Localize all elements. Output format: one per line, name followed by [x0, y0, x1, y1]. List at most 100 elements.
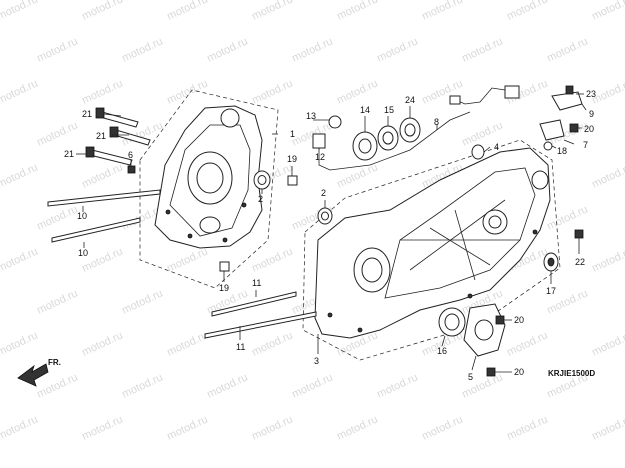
callout-3: 3: [314, 356, 319, 366]
watermark-text: motod.ru: [80, 161, 124, 190]
clip-13: [328, 115, 342, 129]
dowel-6: [127, 165, 136, 174]
watermark-text: motod.ru: [250, 245, 294, 274]
seal-4: [471, 144, 485, 160]
watermark-text: motod.ru: [250, 329, 294, 358]
watermark-text: motod.ru: [165, 329, 209, 358]
leader-lines: [76, 93, 587, 373]
watermark-text: motod.ru: [120, 35, 164, 64]
watermark-text: motod.ru: [80, 0, 124, 23]
watermark-text: motod.ru: [205, 371, 249, 400]
callout-19b: 19: [219, 283, 229, 293]
watermark-text: motod.ru: [80, 77, 124, 106]
callout-14: 14: [360, 105, 370, 115]
watermark-text: motod.ru: [590, 0, 625, 23]
watermark-text: motod.ru: [0, 0, 40, 23]
callout-10b: 10: [78, 248, 88, 258]
callout-20a: 20: [584, 124, 594, 134]
watermark-text: motod.ru: [335, 0, 379, 23]
wire-8: [455, 87, 513, 105]
callout-4: 4: [494, 142, 499, 152]
pin-19-lower: [219, 261, 230, 272]
watermark-text: motod.ru: [165, 77, 209, 106]
watermark-text: motod.ru: [35, 35, 79, 64]
callout-21a: 21: [82, 109, 92, 119]
callout-2b: 2: [321, 188, 326, 198]
watermark-text: motod.ru: [120, 287, 164, 316]
callout-21b: 21: [96, 131, 106, 141]
callout-2a: 2: [258, 194, 263, 204]
callout-8: 8: [434, 117, 439, 127]
watermark-text: motod.ru: [460, 35, 504, 64]
callout-labels: 1 2 2 3 4 5 6 7 8 9 10 10 11 11 12 13 14…: [64, 89, 596, 382]
watermark-text: motod.ru: [0, 245, 40, 274]
direction-label: FR.: [48, 358, 61, 367]
switch-7: [539, 119, 565, 141]
watermark-text: motod.ru: [505, 413, 549, 442]
watermark-text: motod.ru: [545, 35, 589, 64]
callout-12: 12: [315, 152, 325, 162]
callout-19a: 19: [287, 154, 297, 164]
callout-13: 13: [306, 111, 316, 121]
watermark-text: motod.ru: [420, 0, 464, 23]
callout-24: 24: [405, 95, 415, 105]
sensor-9: [551, 91, 583, 111]
watermark-text: motod.ru: [205, 35, 249, 64]
watermark-text: motod.ru: [290, 35, 334, 64]
watermark-text: motod.ru: [290, 119, 334, 148]
watermark-text: motod.ru: [335, 413, 379, 442]
watermark-text: motod.ru: [375, 371, 419, 400]
studs-10: [47, 189, 161, 243]
watermark-text: motod.ru: [35, 287, 79, 316]
callout-23: 23: [586, 89, 596, 99]
watermark-text: motod.ru: [0, 413, 40, 442]
callout-17: 17: [546, 286, 556, 296]
left-crankcase-outline: [139, 89, 279, 289]
watermark-text: motod.ru: [545, 203, 589, 232]
connector-12: [312, 133, 326, 149]
callout-5: 5: [468, 372, 473, 382]
bolt-22: [574, 229, 584, 239]
bolt-23: [565, 85, 574, 95]
callout-22: 22: [575, 257, 585, 267]
o-ring-18: [543, 141, 553, 151]
callout-11b: 11: [236, 342, 245, 352]
watermark-text: motod.ru: [0, 329, 40, 358]
callout-20c: 20: [514, 367, 524, 377]
watermark-text: motod.ru: [505, 329, 549, 358]
callout-6: 6: [128, 150, 133, 160]
callout-20b: 20: [514, 315, 524, 325]
watermark-text: motod.ru: [165, 0, 209, 23]
callout-15: 15: [384, 105, 394, 115]
watermark-text: motod.ru: [250, 0, 294, 23]
bolt-20-right: [569, 123, 579, 133]
watermark-text: motod.ru: [0, 77, 40, 106]
callout-7: 7: [583, 140, 588, 150]
left-crankcase-cover-group: [139, 89, 279, 289]
right-crankcase-group: [302, 139, 561, 361]
watermark-text: motod.ru: [250, 77, 294, 106]
watermark-text: motod.ru: [80, 413, 124, 442]
watermark-text: motod.ru: [590, 245, 625, 274]
diagram-code: KRJIE1500D: [548, 369, 595, 378]
watermark-text: motod.ru: [0, 161, 40, 190]
callout-11a: 11: [252, 278, 261, 288]
watermark-text: motod.ru: [35, 119, 79, 148]
watermark-text: motod.ru: [165, 413, 209, 442]
callout-16: 16: [437, 346, 447, 356]
front-direction-arrow: [17, 363, 49, 387]
watermark-text: motod.ru: [590, 329, 625, 358]
watermark-text: motod.ru: [290, 371, 334, 400]
bolt-20-lower: [486, 367, 496, 377]
callout-10a: 10: [77, 211, 87, 221]
watermark-text: motod.ru: [35, 203, 79, 232]
watermark-text: motod.ru: [460, 371, 504, 400]
bolts-21: [85, 107, 151, 166]
watermark-text: motod.ru: [165, 245, 209, 274]
watermark-text: motod.ru: [375, 35, 419, 64]
pin-19-upper: [287, 175, 298, 186]
watermark-text: motod.ru: [120, 371, 164, 400]
callout-9: 9: [589, 109, 594, 119]
watermark-text: motod.ru: [590, 413, 625, 442]
watermark-text: motod.ru: [80, 329, 124, 358]
